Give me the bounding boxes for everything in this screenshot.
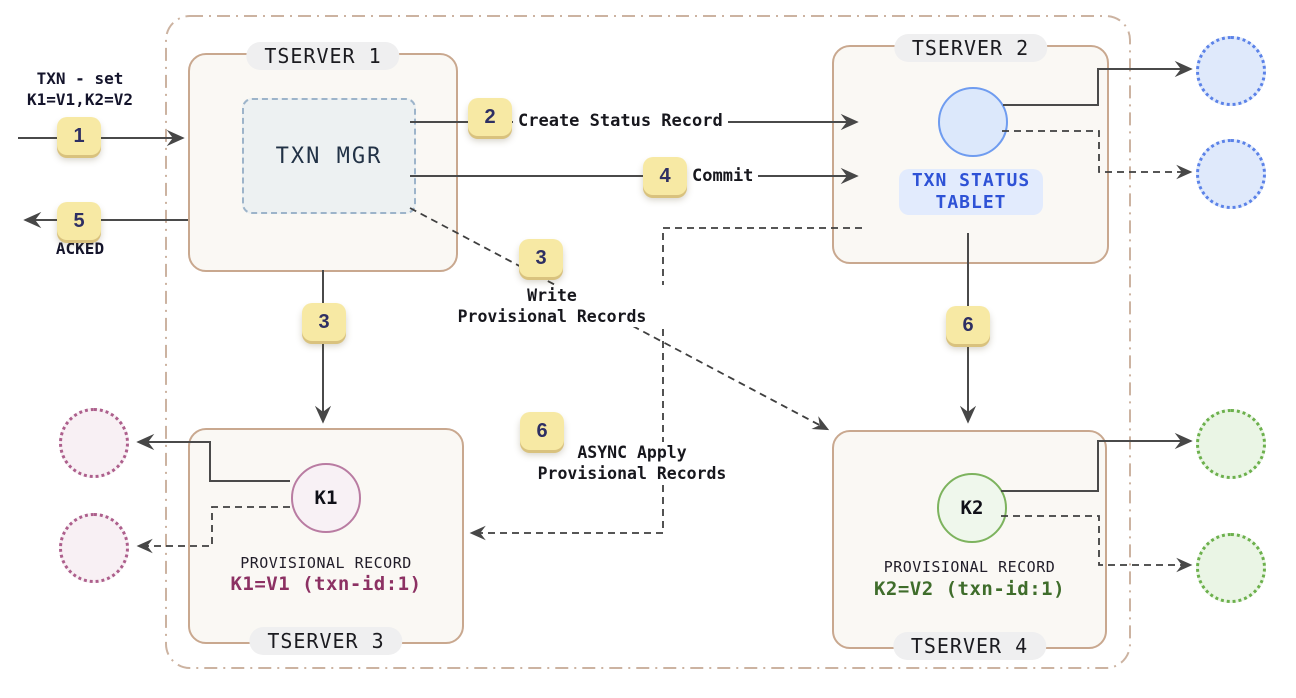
create-status-record-label: Create Status Record (513, 110, 728, 132)
k2-tablet-replica-icon-2 (1196, 533, 1266, 603)
write-provisional-line2: Provisional Records (457, 307, 647, 326)
txn-status-tablet-label-line2: TABLET (935, 192, 1007, 213)
tserver4-title: TSERVER 4 (892, 632, 1047, 660)
txn-status-tablet-icon (938, 87, 1008, 157)
txn-mgr-box: TXN MGR (242, 98, 416, 214)
tserver3-node: TSERVER 3 K1 PROVISIONAL RECORD K1=V1 (t… (188, 428, 464, 655)
tserver1-title: TSERVER 1 (246, 42, 400, 70)
tserver3-title: TSERVER 3 (249, 627, 403, 655)
txn-status-tablet-label-line1: TXN STATUS (911, 170, 1031, 191)
commit-label: Commit (687, 165, 759, 187)
tserver3-record-title: PROVISIONAL RECORD (240, 554, 412, 572)
tserver2-title: TSERVER 2 (893, 34, 1048, 62)
write-provisional-records-note: Write Provisional Records (440, 285, 664, 327)
async-apply-line2: Provisional Records (537, 464, 727, 483)
status-tablet-replica-icon-1 (1196, 36, 1266, 106)
step-badge-3: 3 (302, 303, 346, 341)
k2-tablet-icon: K2 (937, 473, 1007, 543)
step-badge-3-note: 3 (519, 239, 563, 277)
step-badge-6-note: 6 (520, 412, 564, 450)
client-request-line2: K1=V1,K2=V2 (27, 90, 133, 109)
status-tablet-replica-icon-2 (1196, 139, 1266, 209)
step-badge-1: 1 (57, 117, 101, 155)
tserver4-record-title: PROVISIONAL RECORD (883, 558, 1056, 576)
tserver4-record-value: K2=V2 (txn-id:1) (873, 578, 1066, 600)
k1-tablet-icon: K1 (291, 463, 361, 533)
txn-status-tablet-label: TXN STATUS TABLET (899, 169, 1043, 215)
write-provisional-line1: Write (527, 286, 577, 305)
tserver1-node: TSERVER 1 TXN MGR (188, 42, 458, 272)
step-badge-2: 2 (468, 98, 512, 136)
step-badge-4: 4 (643, 157, 687, 195)
acked-label: ACKED (55, 239, 105, 258)
step-badge-5: 5 (57, 202, 101, 240)
step-badge-6: 6 (946, 306, 990, 344)
tserver2-node: TSERVER 2 TXN STATUS TABLET (832, 34, 1109, 264)
k1-tablet-replica-icon-2 (59, 513, 129, 583)
k2-tablet-replica-icon-1 (1196, 409, 1266, 479)
tserver4-node: TSERVER 4 K2 PROVISIONAL RECORD K2=V2 (t… (832, 430, 1107, 660)
client-request-line1: TXN - set (36, 69, 124, 88)
tserver3-record-value: K1=V1 (txn-id:1) (230, 573, 422, 595)
client-request-label: TXN - set K1=V1,K2=V2 (10, 68, 150, 110)
k1-tablet-replica-icon-1 (59, 408, 129, 478)
